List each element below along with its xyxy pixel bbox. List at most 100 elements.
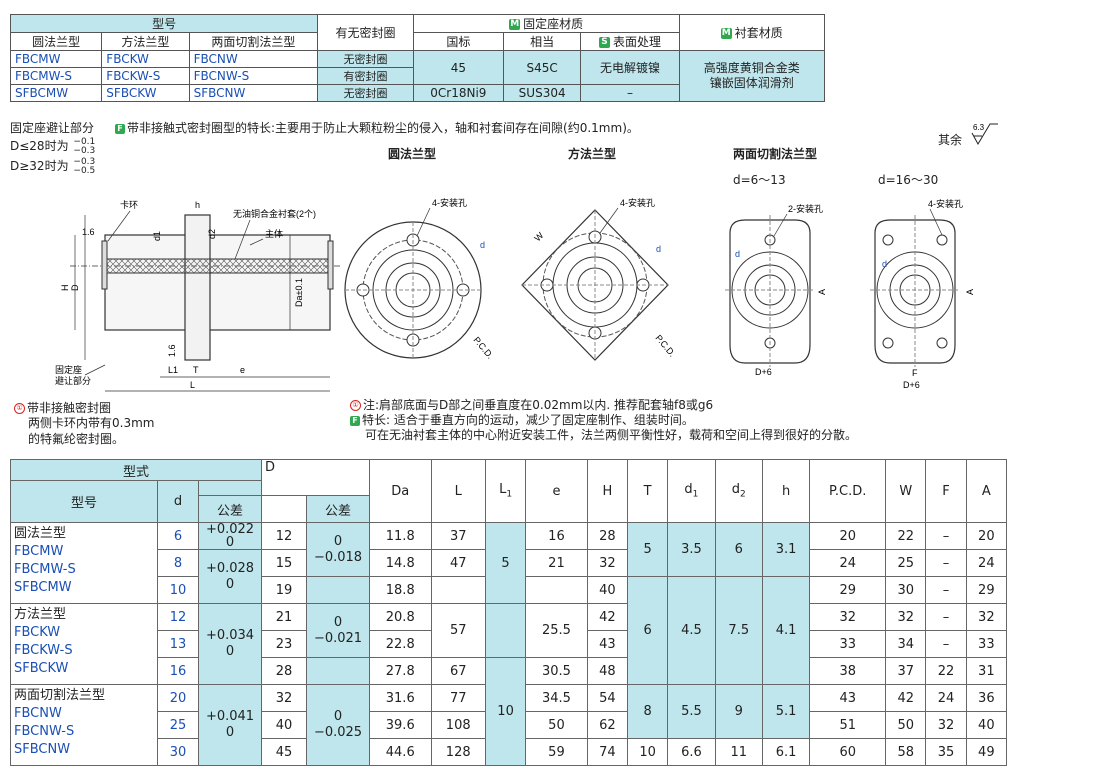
label-hole4-sq: 4-安装孔 [620,197,655,208]
cut-range-2: d=16～30 [878,173,939,187]
section-drawing: 卡环 h 无油铜合金衬套(2个) 主体 d1 d2 1.6 D H Da±0.1… [55,199,340,392]
L1-cell [484,603,527,658]
T-cell: 8 [626,684,669,739]
cut-range-1: d=6～13 [733,173,786,187]
model-cell: FBCMW [9,50,103,68]
H-cell: 32 [586,549,628,577]
W-cell: 22 [885,522,927,550]
Da-cell: 44.6 [369,738,432,766]
h-d2: d2 [714,459,763,523]
W-cell: 32 [885,603,927,631]
label-d-cut2: d [882,259,887,269]
e-cell: 21 [525,549,588,577]
h-round: 圆法兰型 [9,32,103,51]
equiv-cell: SUS304 [502,84,582,102]
D-cell: 23 [261,630,307,658]
h-std: 国标 [412,32,504,51]
h-d-spacer [198,480,262,496]
label-ra16b: 1.6 [167,344,177,357]
label-d-square: d [656,244,661,254]
D-tol-cell: 0−0.021 [306,603,370,658]
Da-cell: 14.8 [369,549,432,577]
d2-cell: 9 [714,684,763,739]
square-flange-drawing: 4-安装孔 W d P.C.D. [521,197,677,361]
feature-note-2: 可在无油衬套主体的中心附近安装工件，法兰两侧平衡性好，载荷和空间上得到很好的分散… [365,428,858,442]
A-cell: 20 [965,522,1008,550]
label-pcd-square: P.C.D. [653,333,677,359]
label-hole4: 4-安装孔 [432,197,467,208]
Da-cell: 31.6 [369,684,432,712]
s-badge-icon: S [598,37,610,48]
pcd-cell: 38 [809,657,887,685]
A-cell: 31 [965,657,1008,685]
label-ra16: 1.6 [82,227,95,237]
d-ge32-note: D≥32时为 −0.3 −0.5 [10,156,96,176]
d-cell: 10 [157,576,199,604]
A-cell: 36 [965,684,1008,712]
F-cell: – [925,630,967,658]
h-cell: 4.1 [761,576,811,685]
D-cell: 19 [261,576,307,604]
h-Da: Da [369,459,432,523]
label-L: L [190,380,195,390]
pcd-cell: 33 [809,630,887,658]
H-cell: 48 [586,657,628,685]
h-model: 型号 [10,480,158,523]
d-cell: 30 [157,738,199,766]
A-cell: 40 [965,711,1008,739]
seal-cell: 有密封圈 [317,67,414,85]
F-cell: – [925,522,967,550]
label-bushing: 无油铜合金衬套(2个) [233,208,316,219]
e-cell: 16 [525,522,588,550]
d-cell: 6 [157,522,199,550]
label-d1: d1 [152,231,162,241]
roughness-icon: 6.3 [971,123,998,146]
h-h: h [761,459,811,523]
label-d2: d2 [207,229,217,239]
label-H: H [60,285,70,292]
h-A: A [965,459,1008,523]
group-round: 圆法兰型 FBCMW FBCMW-S SFBCMW [10,522,158,604]
model-cell: FBCKW [101,50,190,68]
D-tol-cell: 0−0.025 [306,684,370,766]
h-L1: L1 [484,459,527,523]
Da-cell: 20.8 [369,603,432,631]
label-L1: L1 [168,365,178,375]
model-cell: FBCMW-S [9,67,103,85]
L1-cell: 5 [484,522,527,604]
equiv-cell: S45C [502,50,582,85]
pcd-cell: 43 [809,684,887,712]
mark-icon: ① [350,400,361,411]
d1-cell: 6.6 [667,738,716,766]
label-h: h [195,200,200,210]
d2-cell: 11 [714,738,763,766]
label-D6-cut1: D+6 [755,367,772,377]
d-cell: 12 [157,603,199,631]
cut-flange-drawing-1: 2-安装孔 d A D+6 [725,203,827,377]
title-cut: 两面切割法兰型 [733,147,818,161]
label-body: 主体 [265,228,283,239]
label-pcd-round: P.C.D. [471,335,495,361]
T-cell: 6 [626,576,669,685]
Da-cell: 11.8 [369,522,432,550]
others-label: 其余 [938,133,963,147]
h-d1: d1 [667,459,716,523]
d-cell: 13 [157,630,199,658]
e-cell: 59 [525,738,588,766]
D-cell: 12 [261,522,307,550]
e-cell: 25.5 [525,603,588,658]
label-D6-cut2: D+6 [903,380,920,390]
A-cell: 29 [965,576,1008,604]
label-F: F [912,368,918,378]
D-cell: 40 [261,711,307,739]
label-A-cut1: A [817,289,827,295]
A-cell: 32 [965,603,1008,631]
h-F: F [925,459,967,523]
e-cell: 50 [525,711,588,739]
m-badge-icon: M [720,28,732,39]
L-cell: 37 [430,522,486,550]
d2-cell: 6 [714,522,763,577]
